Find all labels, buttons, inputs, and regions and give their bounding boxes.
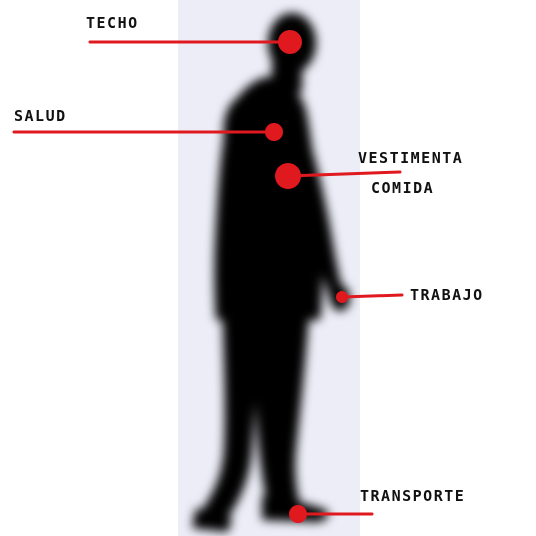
label-salud: SALUD — [14, 109, 67, 124]
dot-transporte — [289, 505, 307, 523]
label-comida: COMIDA — [371, 181, 434, 196]
dot-salud — [265, 123, 283, 141]
label-transporte: TRANSPORTE — [360, 489, 465, 504]
dot-trabajo — [336, 291, 348, 303]
label-vestimenta: VESTIMENTA — [358, 151, 463, 166]
label-techo: TECHO — [86, 16, 139, 31]
line-trabajo — [342, 295, 402, 297]
label-trabajo: TRABAJO — [410, 288, 484, 303]
dot-vestimenta — [275, 163, 301, 189]
dot-techo — [278, 30, 302, 54]
